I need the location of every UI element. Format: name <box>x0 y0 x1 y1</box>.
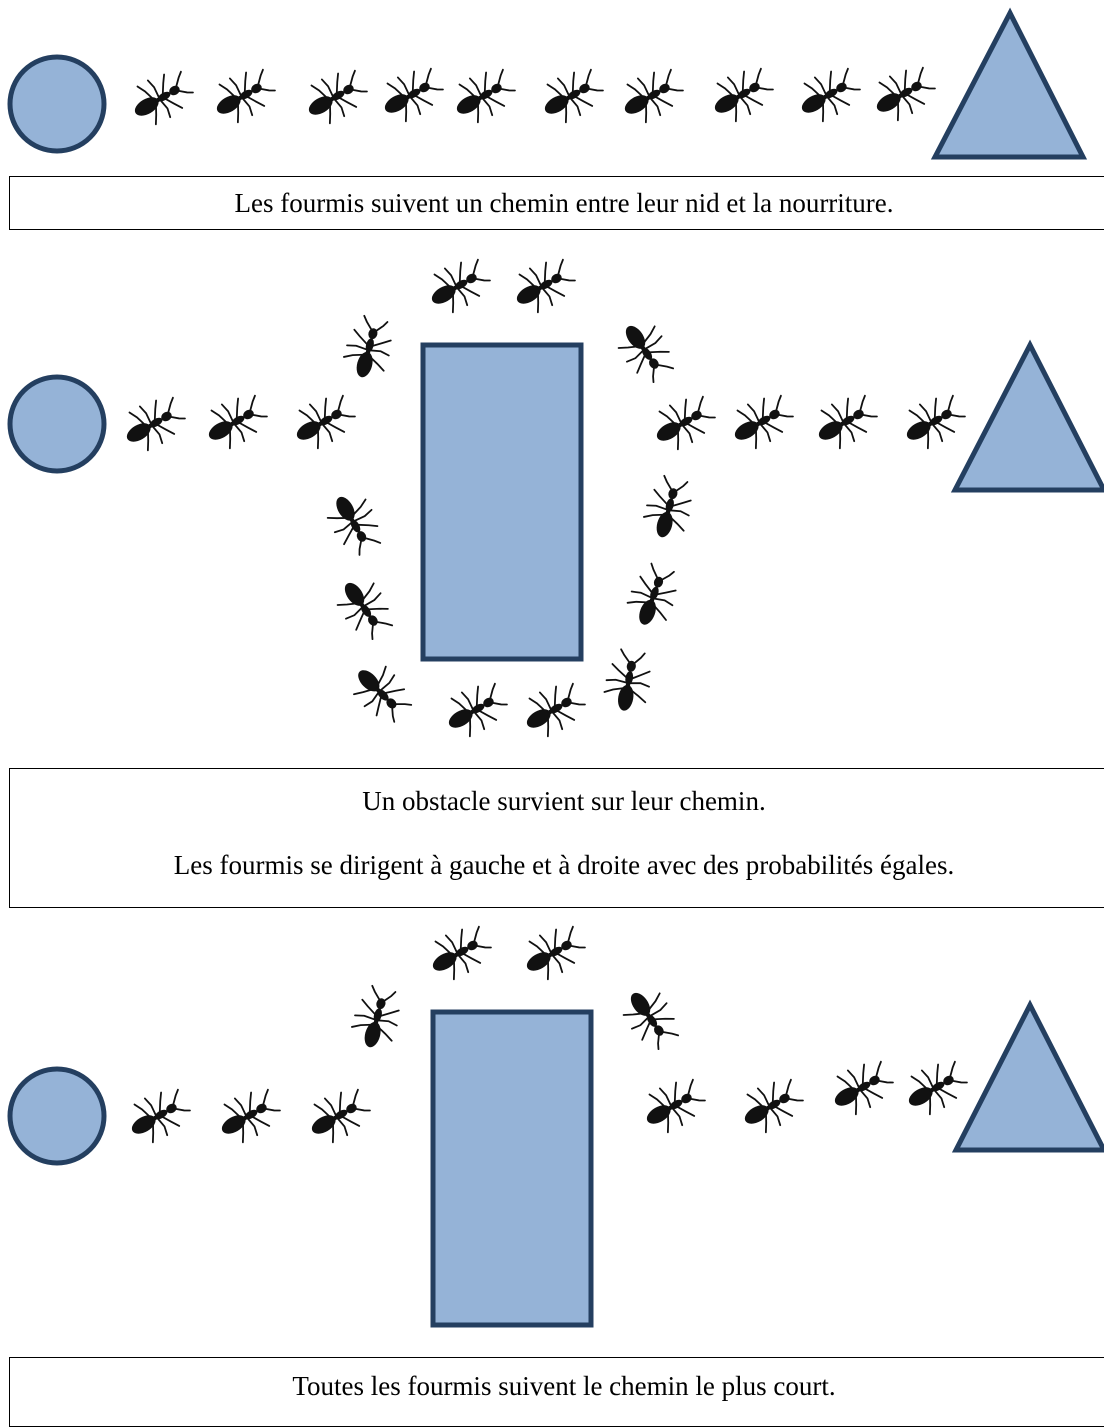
panel-1 <box>7 7 1088 160</box>
food-triangle <box>950 339 1104 493</box>
ant-icon <box>445 61 521 131</box>
ant-icon <box>300 1081 376 1151</box>
ant-icon <box>115 389 191 459</box>
ant-icon <box>609 313 682 389</box>
nest-circle <box>7 374 107 474</box>
ant-icon <box>319 485 389 561</box>
ant-icon <box>210 1081 286 1151</box>
ant-icon <box>120 1081 196 1151</box>
ant-icon <box>600 646 656 716</box>
caption-text: Les fourmis suivent un chemin entre leur… <box>234 188 894 218</box>
ant-icon <box>621 559 685 633</box>
caption-panel-2: Un obstacle survient sur leur chemin. Le… <box>9 768 1104 908</box>
caption-text: Un obstacle survient sur leur chemin. <box>362 786 766 816</box>
ant-icon <box>790 60 866 130</box>
ant-icon <box>897 1053 973 1123</box>
ant-icon <box>343 655 419 730</box>
ant-icon <box>515 918 591 988</box>
ant-trail <box>123 59 941 133</box>
ant-icon <box>421 918 497 988</box>
caption-panel-1: Les fourmis suivent un chemin entre leur… <box>9 176 1104 230</box>
ant-icon <box>339 312 398 384</box>
ant-icon <box>807 387 883 457</box>
ant-icon <box>639 472 698 544</box>
panel-3 <box>7 918 1104 1328</box>
ant-icon <box>703 60 779 130</box>
ant-icon <box>645 388 721 458</box>
panel-2 <box>7 251 1104 745</box>
ant-icon <box>420 251 496 321</box>
nest-circle <box>7 1066 107 1166</box>
caption-text: Les fourmis se dirigent à gauche et à dr… <box>173 850 955 880</box>
ant-icon <box>373 60 449 130</box>
ant-icon <box>733 1071 809 1141</box>
ant-icon <box>613 61 689 131</box>
food-triangle <box>951 999 1104 1153</box>
obstacle-rectangle <box>420 342 584 662</box>
ant-icon <box>723 387 799 457</box>
obstacle-rectangle <box>430 1009 594 1328</box>
caption-text: Toutes les fourmis suivent le chemin le … <box>292 1371 836 1401</box>
ant-icon <box>437 675 513 745</box>
ant-icon <box>515 675 591 745</box>
ant-icon <box>533 61 609 131</box>
ant-icon <box>197 387 273 457</box>
ant-icon <box>865 59 941 129</box>
ant-icon <box>895 387 971 457</box>
ant-icon <box>297 62 373 132</box>
ant-icon <box>123 63 199 133</box>
ant-icon <box>347 982 406 1054</box>
nest-circle <box>7 54 107 154</box>
caption-panel-3: Toutes les fourmis suivent le chemin le … <box>9 1357 1104 1427</box>
ant-icon <box>205 61 281 131</box>
ant-icon <box>823 1053 899 1123</box>
ant-icon <box>285 387 361 457</box>
ant-icon <box>505 251 581 321</box>
ant-icon <box>635 1071 711 1141</box>
ant-icon <box>614 980 687 1056</box>
ant-icon <box>328 570 401 646</box>
food-triangle <box>930 7 1088 160</box>
